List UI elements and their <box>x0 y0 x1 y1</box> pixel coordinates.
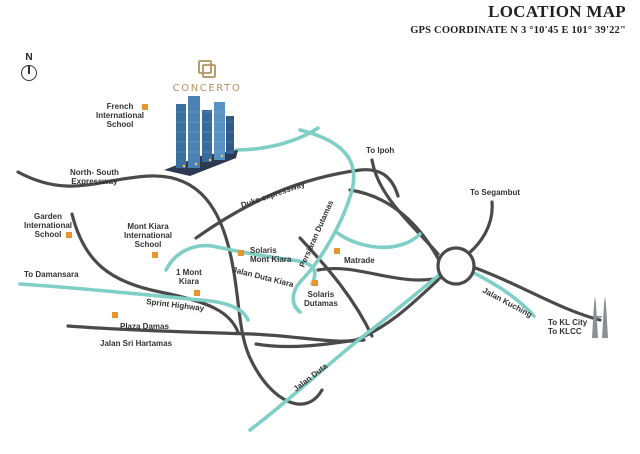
marker-mont-kiara-school <box>152 252 158 258</box>
road-to-segambut <box>466 200 494 256</box>
map-title: LOCATION MAP <box>488 2 626 21</box>
highlight-matrade <box>334 230 422 250</box>
highlight-concerto-link <box>234 126 320 152</box>
label-french-school: French International School <box>96 102 145 129</box>
highlight-jalan-kuching <box>470 270 536 318</box>
label-solaris-mont-kiara: Solaris Mont Kiara <box>250 246 292 264</box>
label-mont-kiara-school: Mont Kiara International School <box>124 222 173 249</box>
marker-solaris-mont-kiara <box>238 250 244 256</box>
label-to-segambut: To Segambut <box>470 188 521 197</box>
marker-solaris-dutamas <box>312 280 318 286</box>
label-to-damansara: To Damansara <box>24 270 79 279</box>
gps-coordinate: GPS COORDINATE N 3 °10'45 E 101° 39'22" <box>410 25 626 36</box>
marker-garden-school <box>66 232 72 238</box>
highlight-persiaran-dutamas <box>291 128 356 314</box>
label-1-mont-kiara: 1 Mont Kiara <box>176 268 202 286</box>
highlight-jalan-duta <box>248 274 440 432</box>
concerto-towers-image <box>164 96 238 176</box>
north-label: N <box>25 52 33 63</box>
label-north-south-expressway: North- South Expressway <box>70 168 119 186</box>
road-sprint-diagonal <box>70 212 240 334</box>
road-duke-expressway <box>194 168 400 240</box>
concerto-logo-icon <box>198 60 216 78</box>
road-label-jalan-duta-kiara: Jalan Duta Kiara <box>232 265 296 289</box>
road-matrade <box>298 236 374 338</box>
road-label-duke-expressway: Duke expressway <box>240 179 307 210</box>
label-garden-school: Garden International School <box>24 212 73 239</box>
road-label-jalan-duta: Jalan Duta <box>292 361 330 393</box>
road-label-jalan-sri-hartamas: Jalan Sri Hartamas <box>100 339 173 348</box>
marker-french-school <box>142 104 148 110</box>
roundabout <box>436 246 476 286</box>
road-jalan-sri-hartamas <box>66 324 366 343</box>
highlight-to-damansara <box>18 282 250 322</box>
label-solaris-dutamas: Solaris Dutamas <box>304 290 338 308</box>
label-plaza-damas: Plaza Damas <box>120 322 169 331</box>
marker-1-mont-kiara <box>194 290 200 296</box>
brand-name: CONCERTO <box>172 83 242 94</box>
north-indicator: N <box>18 52 40 81</box>
highlight-jalan-duta-kiara <box>164 243 317 286</box>
klcc-towers-icon <box>592 296 608 338</box>
road-upper-connector <box>348 188 442 264</box>
label-matrade: Matrade <box>344 256 375 265</box>
compass-icon <box>21 65 37 81</box>
marker-matrade <box>334 248 340 254</box>
marker-plaza-damas <box>112 312 118 318</box>
road-matrade-east <box>316 267 450 282</box>
road-to-kl-city <box>468 264 602 322</box>
concerto-logo: CONCERTO <box>168 58 246 94</box>
label-to-ipoh: To Ipoh <box>366 146 395 155</box>
label-to-kl-city: To KL City To KLCC <box>548 318 588 336</box>
